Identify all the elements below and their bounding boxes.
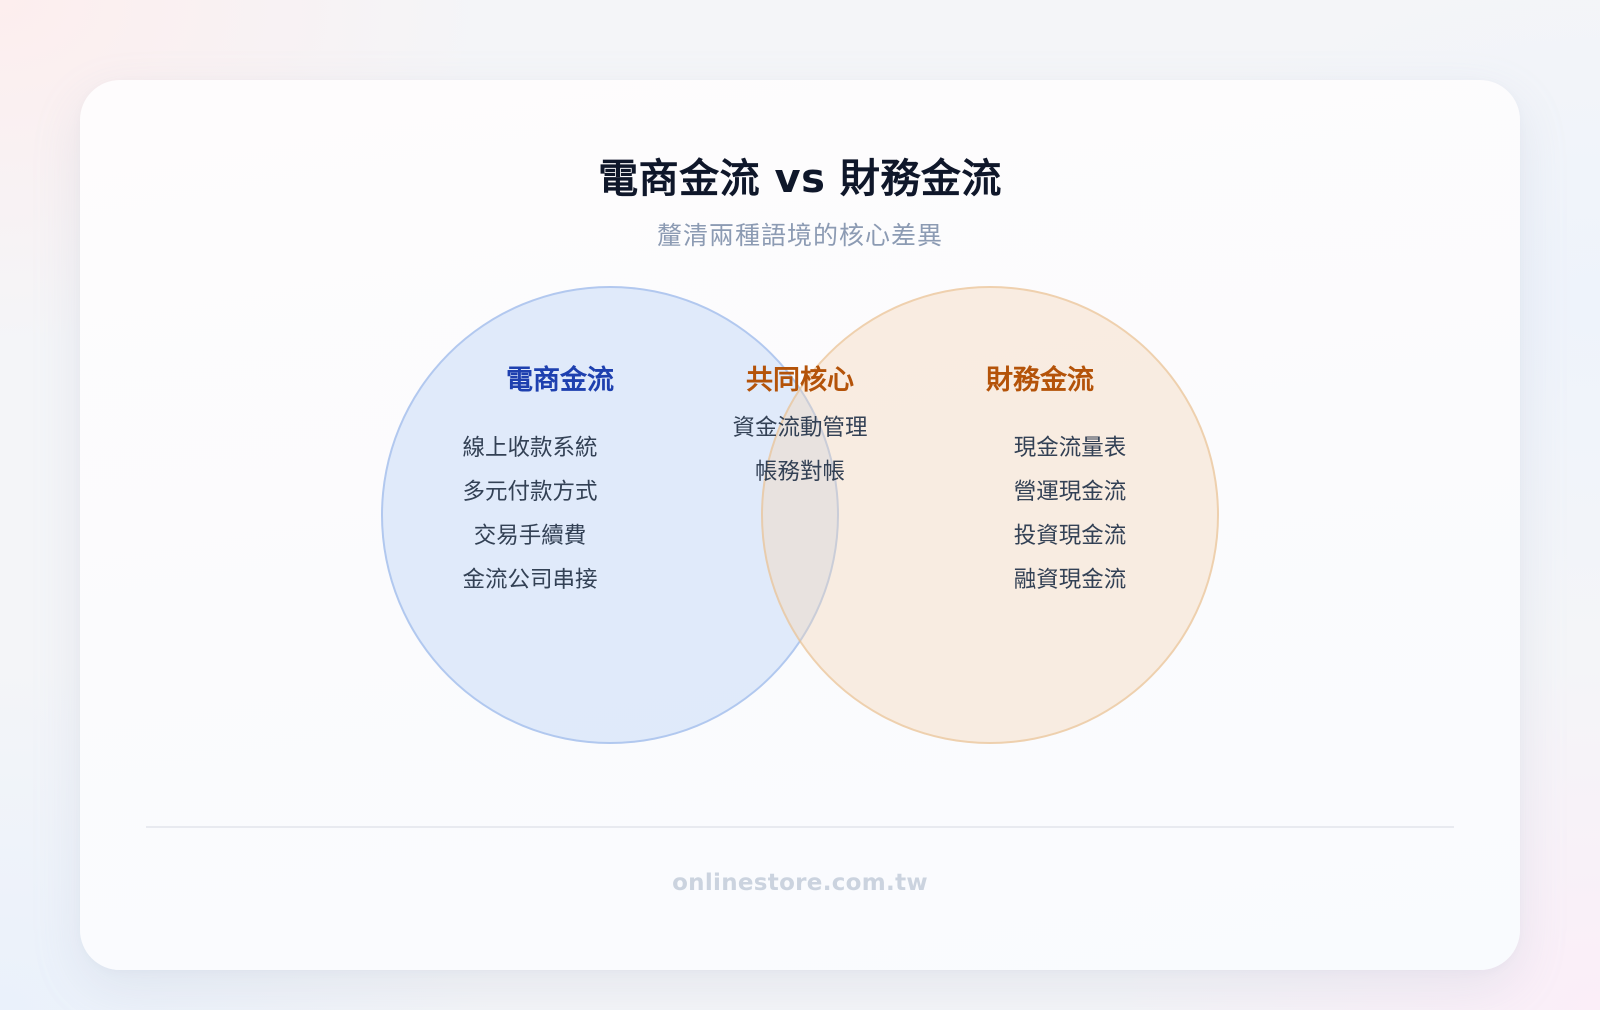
footer-site-name: onlinestore.com.tw: [672, 870, 928, 896]
footer-divider: [146, 826, 1454, 828]
page-title: 電商金流 vs 財務金流: [598, 156, 1002, 202]
content-card: [80, 80, 1520, 970]
page-subtitle: 釐清兩種語境的核心差異: [656, 221, 943, 250]
